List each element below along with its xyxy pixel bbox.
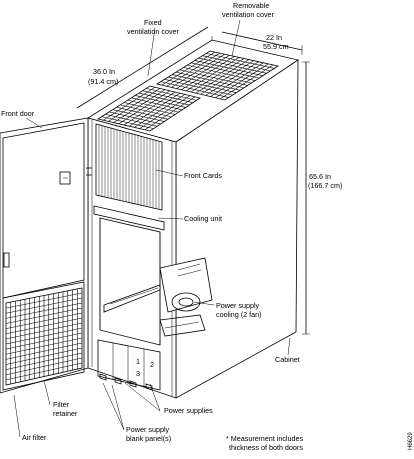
label-figure-id: H6629 [408, 432, 414, 450]
dimension-width [211, 31, 303, 55]
front-cards [95, 123, 163, 211]
label-filter-retainer-2: retainer [53, 409, 78, 418]
label-front-door: Front door [1, 109, 35, 118]
front-door [0, 117, 92, 394]
svg-text:1: 1 [136, 357, 140, 366]
label-filter-retainer-1: Filter [53, 400, 70, 409]
label-fixed-cover-2: ventilation cover [127, 27, 180, 36]
label-depth-cm: (91.4 cm) [88, 77, 118, 86]
label-removable-cover-2: ventilation cover [222, 10, 275, 19]
label-cooling-unit: Cooling unit [184, 214, 222, 223]
cooling-unit [93, 205, 165, 231]
label-depth-in: 36.0 In [93, 67, 115, 76]
label-width-cm: 55.9 cm [263, 42, 289, 51]
label-fixed-cover-1: Fixed [144, 18, 162, 27]
power-supply-cooling-fans [159, 257, 213, 337]
removable-ventilation-cover [155, 50, 280, 101]
svg-text:3: 3 [136, 369, 140, 378]
filter-retainer [2, 281, 85, 391]
label-removable-cover-1: Removable [233, 1, 269, 10]
label-height-cm: (166.7 cm) [308, 181, 342, 190]
label-blank-panel-2: blank panel(s) [126, 434, 171, 443]
label-footnote-2: thickness of both doors [229, 443, 303, 452]
air-filter [5, 287, 83, 386]
dimension-depth [76, 26, 209, 109]
fixed-ventilation-cover [96, 85, 201, 132]
label-blank-panel-1: Power supply [126, 425, 170, 434]
leader-lines [13, 19, 291, 438]
cabinet-body [87, 39, 299, 399]
label-footnote-1: * Measurement includes [226, 434, 304, 443]
dimension-height [302, 61, 310, 335]
label-power-supplies: Power supplies [164, 406, 213, 415]
label-ps-cooling-2: cooling (2 fan) [216, 310, 262, 319]
label-height-in: 65.6 In [309, 172, 331, 181]
label-width-in: 22 In [266, 33, 282, 42]
label-cabinet: Cabinet [275, 355, 300, 364]
label-air-filter: Air filter [22, 433, 47, 442]
label-front-cards: Front Cards [184, 171, 222, 180]
svg-text:2: 2 [150, 360, 154, 369]
label-ps-cooling-1: Power supply [216, 301, 260, 310]
inner-cavity [99, 217, 161, 346]
power-supplies: 1 2 3 [97, 339, 161, 391]
